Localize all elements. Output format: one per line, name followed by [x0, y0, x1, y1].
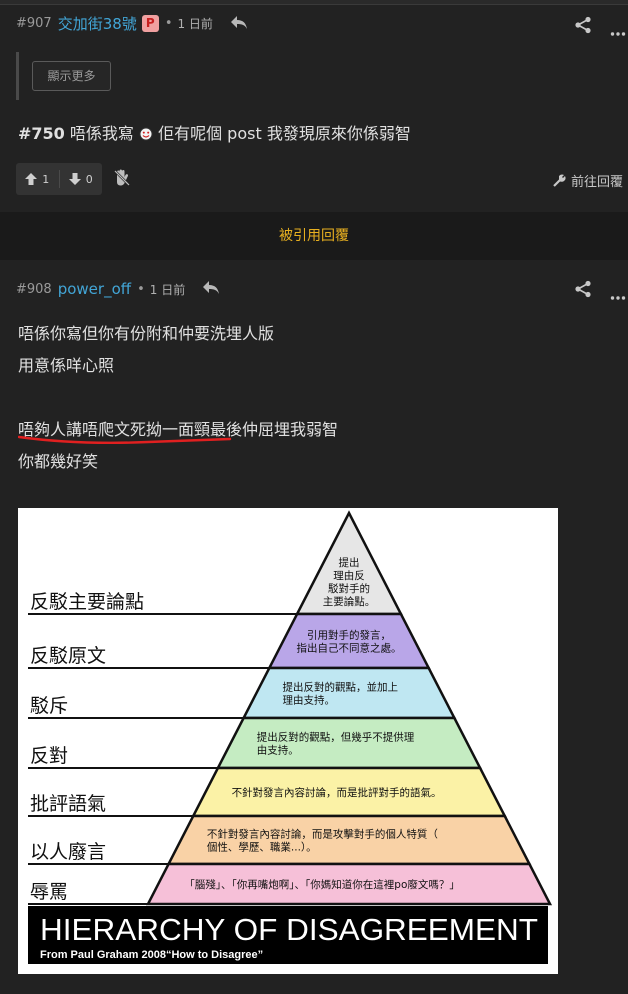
content-line: 唔夠人講唔爬文死拗一面頸最後仲屈埋我弱智 — [18, 420, 339, 439]
downvote-count: 0 — [85, 172, 93, 186]
user-badge: P — [141, 15, 159, 32]
reply-icon[interactable] — [201, 279, 221, 299]
red-underline-mark — [18, 435, 232, 445]
more-options-icon[interactable] — [610, 22, 626, 41]
tier-description: 理由支持。 — [282, 694, 335, 707]
tier-description: 主要論點。 — [323, 595, 376, 608]
banner-subtitle: From Paul Graham 2008“How to Disagree” — [40, 949, 263, 961]
tier-description: 指出自己不同意之處。 — [297, 642, 402, 655]
content-line-blank — [18, 382, 338, 414]
go-to-reply-link[interactable]: 前往回覆 — [552, 171, 623, 190]
tier-description: 個性、學歷、職業...）。 — [207, 841, 317, 854]
tier-description: 由支持。 — [257, 744, 299, 757]
tier-description: 「腦殘」、「你再嘴炮啊」、「你媽知道你在這裡po廢文嗎？」 — [184, 878, 460, 891]
tier-description: 提出 — [339, 556, 360, 569]
share-icon[interactable] — [574, 16, 592, 38]
post-908-content: 唔係你寫但你有份附和仲要洗埋人版 用意係咩心照 唔夠人講唔爬文死拗一面頸最後仲屈… — [18, 318, 338, 478]
post-number: #907 — [16, 16, 52, 31]
more-options-icon[interactable] — [610, 286, 626, 305]
tier-description: 引用對手的發言， — [307, 629, 391, 642]
quote-bar — [16, 52, 19, 100]
tier-label: 反駁主要論點 — [30, 591, 144, 613]
tier-label: 駁斥 — [30, 695, 68, 717]
tier-description: 提出反對的觀點，但幾乎不提供理 — [257, 731, 415, 744]
content-line: 用意係咩心照 — [18, 356, 115, 375]
post-time: 1 日前 — [177, 17, 213, 31]
downvote-button[interactable]: 0 — [59, 173, 102, 186]
post-908-meta: #908 power_off • 1 日前 — [16, 279, 221, 299]
upvote-count: 1 — [42, 172, 50, 186]
top-divider — [0, 0, 628, 5]
tier-description: 提出反對的觀點，並加上 — [282, 681, 398, 694]
cited-replies-button[interactable]: 被引用回覆 — [0, 212, 628, 260]
banner-title: HIERARCHY OF DISAGREEMENT — [40, 912, 538, 947]
upvote-button[interactable]: 1 — [16, 173, 59, 186]
post-time: 1 日前 — [149, 282, 186, 297]
tier-description: 理由反 — [333, 569, 365, 582]
tier-label: 批評語氣 — [30, 793, 106, 815]
tier-label: 反駁原文 — [30, 645, 106, 667]
banner — [28, 906, 548, 964]
pyramid-tier — [145, 862, 553, 906]
content-line: 你都幾好笑 — [18, 452, 99, 471]
tier-label: 反對 — [30, 745, 68, 767]
vote-control: 1 0 — [16, 163, 102, 195]
tier-label: 辱罵 — [30, 881, 68, 903]
quoted-post-ref[interactable]: #750 — [18, 124, 65, 143]
emoji-icon — [139, 126, 153, 145]
reply-icon[interactable] — [229, 14, 249, 34]
username-link[interactable]: power_off — [57, 280, 132, 298]
tier-description: 駁對手的 — [328, 582, 370, 595]
post-number: #908 — [16, 281, 52, 297]
share-icon[interactable] — [574, 280, 592, 302]
block-hand-icon[interactable] — [112, 168, 132, 192]
content-line: 唔係你寫但你有份附和仲要洗埋人版 — [18, 324, 275, 343]
post-907-content: #750 唔係我寫 佢有呢個 post 我發現原來你係弱智 — [18, 124, 411, 145]
tier-description: 不針對發言內容討論，而是批評對手的語氣。 — [232, 786, 442, 799]
tier-label: 以人廢言 — [30, 841, 106, 863]
tier-description: 不針對發言內容討論，而是攻擊對手的個人特質（ — [207, 828, 438, 841]
go-to-reply-label: 前往回覆 — [571, 175, 624, 190]
username-link[interactable]: 交加街38號 — [57, 15, 137, 33]
show-more-button[interactable]: 顯示更多 — [32, 61, 111, 91]
post-907-meta: #907 交加街38號 P • 1 日前 — [16, 13, 249, 34]
